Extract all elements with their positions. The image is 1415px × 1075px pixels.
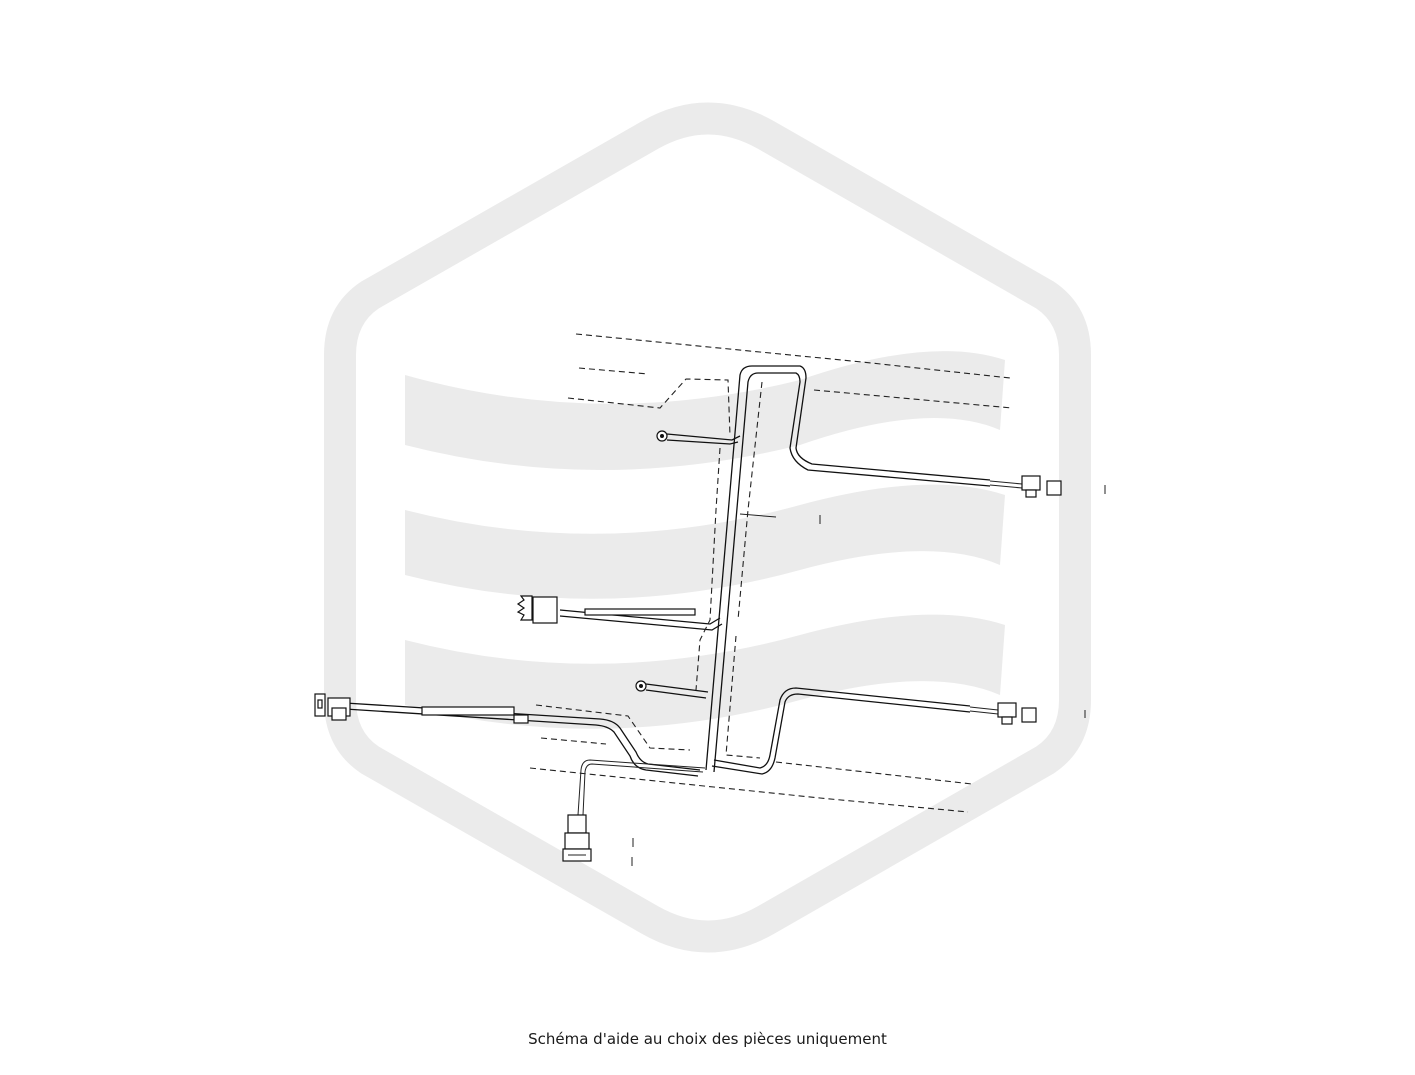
watermark-wave-1 <box>405 351 1005 470</box>
harness-trunk <box>705 365 991 773</box>
connector-middle-plug <box>516 595 558 624</box>
harness-bottom-branch <box>577 759 706 816</box>
harness-lower-right-branch <box>711 687 999 775</box>
ring-terminal-lower <box>635 680 709 699</box>
harness-left-branch <box>344 702 701 777</box>
watermark-logo <box>324 102 1091 953</box>
diagram-caption: Schéma d'aide au choix des pièces unique… <box>528 1030 887 1048</box>
connector-left <box>314 693 351 721</box>
dimension-lines <box>529 333 1106 866</box>
harness-middle-branch <box>559 608 723 631</box>
ring-terminal-upper <box>656 430 741 445</box>
connector-right-bottom <box>997 702 1037 725</box>
connector-right-top <box>989 475 1062 498</box>
watermark-wave-2 <box>405 484 1005 599</box>
watermark-wave-3 <box>405 614 1005 729</box>
connector-bottom <box>562 814 592 862</box>
